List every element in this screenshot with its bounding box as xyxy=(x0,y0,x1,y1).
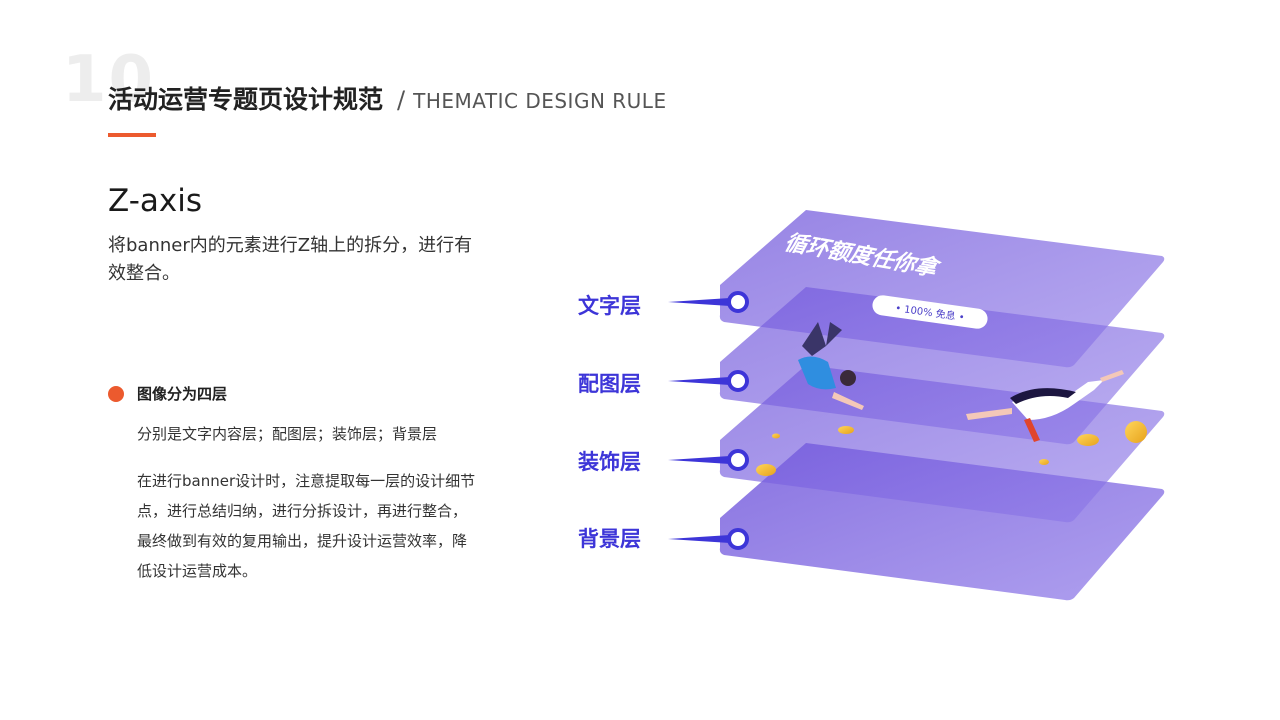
falling-figure-left xyxy=(798,322,864,410)
falling-figure-right xyxy=(966,370,1124,442)
title-separator: / xyxy=(397,86,406,114)
pointer-text-layer xyxy=(668,291,749,313)
title-chinese: 活动运营专题页设计规范 xyxy=(108,85,384,114)
layer-label-decoration: 装饰层 xyxy=(578,450,641,474)
layer-label-background: 背景层 xyxy=(578,527,641,551)
bullet-label: 图像分为四层 xyxy=(137,385,228,403)
bullet-body: 在进行banner设计时，注意提取每一层的设计细节点，进行总结归纳，进行分拆设计… xyxy=(137,472,476,580)
bullet-dot-icon xyxy=(108,385,124,402)
page-title: 活动运营专题页设计规范 / THEMATIC DESIGN RULE xyxy=(108,80,667,116)
pointer-background-layer xyxy=(668,528,749,550)
pointer-image-layer xyxy=(668,370,749,392)
coin-decorations xyxy=(756,421,1147,476)
layer-label-text: 文字层 xyxy=(578,294,641,318)
layer-stack-illustration: 循环额度任你拿 • 100% 免息 • xyxy=(668,210,1165,601)
pointer-decoration-layer xyxy=(668,449,749,471)
bullet-item: 图像分为四层 xyxy=(108,383,227,404)
layer-label-image: 配图层 xyxy=(578,372,641,396)
title-underline-accent xyxy=(108,133,156,137)
section-intro: 将banner内的元素进行Z轴上的拆分，进行有效整合。 xyxy=(108,235,473,284)
page-number: 10 xyxy=(62,43,156,117)
section-heading: Z-axis xyxy=(108,183,202,219)
bullet-subtitle: 分别是文字内容层；配图层；装饰层；背景层 xyxy=(137,425,438,443)
title-english: THEMATIC DESIGN RULE xyxy=(413,89,667,113)
banner-pill: • 100% 免息 • xyxy=(872,295,988,329)
